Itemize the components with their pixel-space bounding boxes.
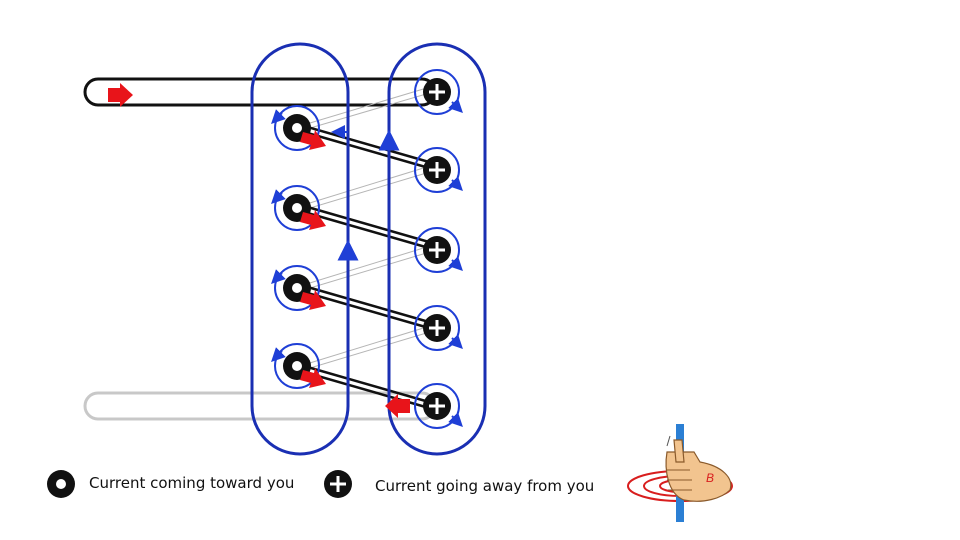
- current-arrows: [108, 83, 410, 418]
- field-label: B: [706, 471, 714, 485]
- current-away-icon: [414, 147, 460, 193]
- dot-column: [274, 105, 320, 389]
- current-away-icon: [414, 383, 460, 429]
- legend-toward-symbol: [47, 470, 75, 498]
- current-away-icon: [414, 227, 460, 273]
- current-arrow-icon: [300, 368, 326, 388]
- field-loop-right: [387, 42, 487, 456]
- current-arrow-icon: [108, 83, 133, 107]
- legend-away-symbol: [324, 470, 352, 498]
- current-arrow-icon: [300, 210, 326, 230]
- current-toward-icon: [274, 343, 320, 389]
- current-arrow-icon: [300, 130, 326, 150]
- legend-toward-label: Current coming toward you: [89, 474, 295, 492]
- right-hand-rule-icon: B: [627, 424, 733, 522]
- legend-away-label: Current going away from you: [375, 477, 595, 495]
- current-away-icon: [414, 69, 460, 115]
- cross-column: [414, 69, 460, 429]
- circulation-arrows: [271, 98, 463, 427]
- current-arrow-icon: [300, 290, 326, 310]
- current-arrow-icon: [385, 394, 410, 418]
- lead-out-wire: [83, 391, 437, 421]
- current-away-icon: [414, 305, 460, 351]
- back-windings: [299, 86, 434, 372]
